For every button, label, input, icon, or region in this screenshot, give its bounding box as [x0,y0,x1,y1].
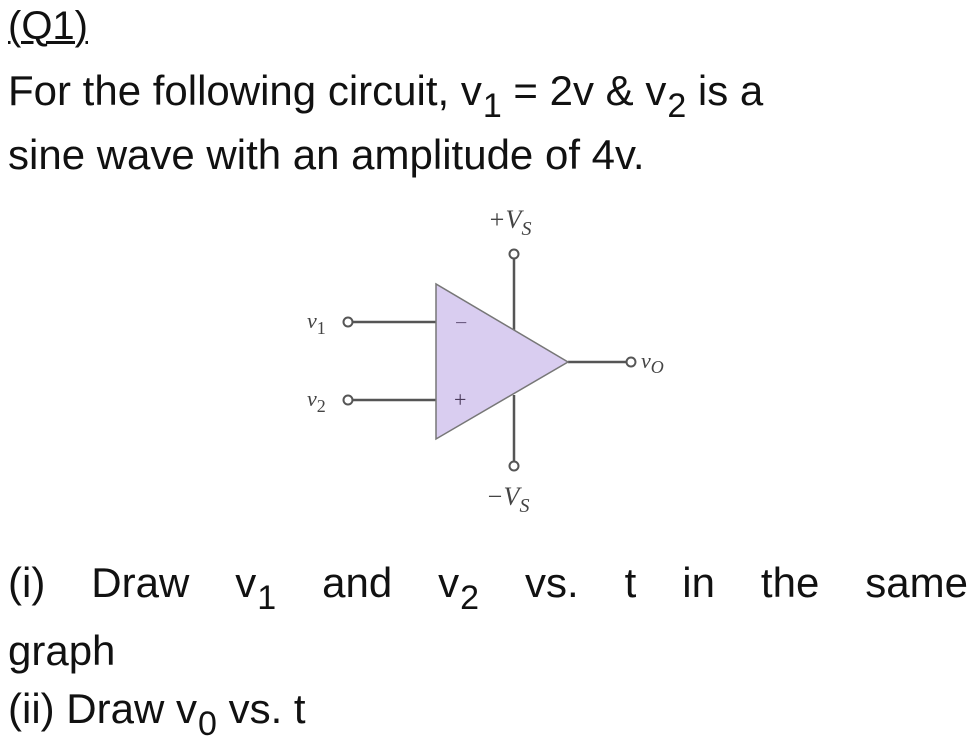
input-1-terminal [342,316,436,328]
supply-negative-label: −VS [486,482,529,517]
input-2-label: v2 [307,386,326,416]
inverting-input-sign: − [455,310,467,335]
part-i-word-vs: vs. [525,559,579,606]
input-2-terminal [342,394,436,406]
part-i-line-2: graph [8,627,116,674]
intro-line-2: sine wave with an amplitude of 4v. [8,131,645,178]
part-i-word-draw: Draw [91,559,190,606]
part-ii-text-b: vs. t [216,685,306,732]
part-i-v1: v1 [235,559,277,617]
noninverting-input-sign: + [454,387,466,412]
intro-text-a: For the following circuit, v [8,67,482,114]
part-i-v2: v2 [438,559,480,617]
supply-positive-label: +VS [488,205,531,240]
intro-line-1: For the following circuit, v1 = 2v & v2 … [8,67,764,124]
supply-positive-wire [508,248,520,330]
part-i-word-the: the [760,559,820,606]
output-terminal [568,356,637,368]
question-number: (Q1) [8,4,88,48]
part-ii-line: (ii) Draw v0 vs. t [8,685,306,742]
part-i-word-t: t [624,559,637,606]
part-i-label: (i) [8,559,46,606]
input-1-label: v1 [307,308,326,338]
part-i-line-1: (i) Draw v1 and v2 vs. t in the same [8,559,968,617]
intro-text-b: = 2v & v [501,67,667,114]
intro-subscript-2: 2 [667,87,687,125]
part-i-word-same: same [865,559,968,606]
part-ii-subscript: 0 [198,705,217,743]
part-ii-label: (ii) [8,685,55,732]
supply-negative-wire [508,395,520,472]
part-i-word-and: and [322,559,393,606]
part-i-word-in: in [682,559,715,606]
intro-text-c: is a [686,67,764,114]
part-ii-text-a: Draw v [54,685,197,732]
intro-subscript-1: 1 [482,87,502,125]
output-label: vO [641,348,664,377]
op-amp-triangle [435,282,570,441]
